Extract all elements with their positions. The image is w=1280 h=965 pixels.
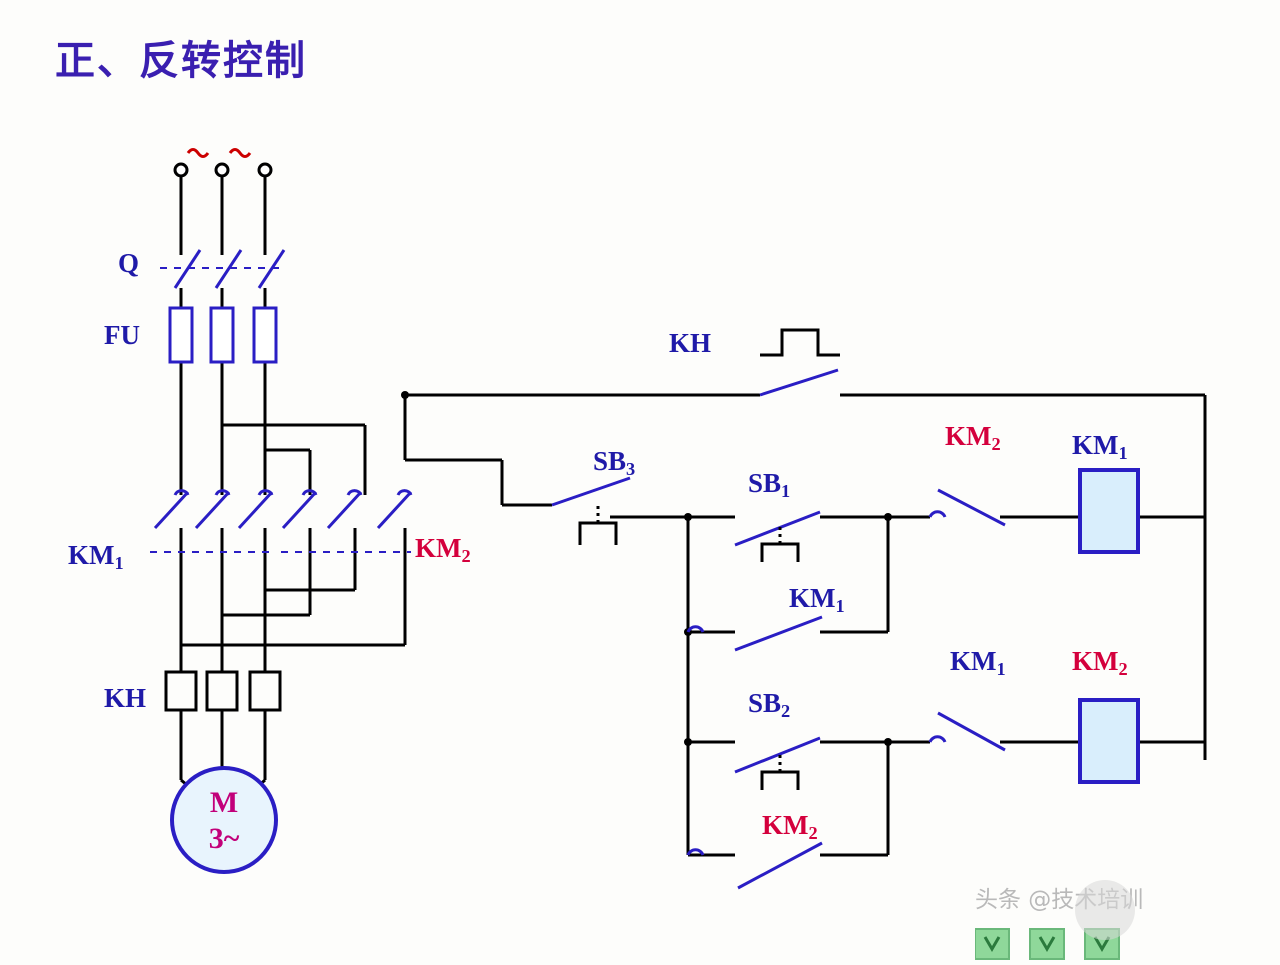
motor-label-line1: M xyxy=(210,786,238,819)
contacts-KM2-main xyxy=(281,489,413,553)
contact-KM1-interlock-NC xyxy=(928,711,1006,752)
label-KM1-aux: KM1 xyxy=(789,583,845,617)
label-KM2-coil: KM2 xyxy=(1072,646,1128,680)
coil-KM1 xyxy=(1078,468,1140,554)
label-SB1: SB1 xyxy=(748,468,791,502)
watermark-badge xyxy=(975,928,1120,960)
contact-KH-control xyxy=(759,328,840,397)
contacts-KM1-main xyxy=(150,489,274,553)
phase-reversal-links xyxy=(181,423,407,647)
label-Q: Q xyxy=(118,248,140,278)
pushbutton-SB2 xyxy=(734,736,821,790)
label-SB2: SB2 xyxy=(748,688,791,722)
fuses-FU xyxy=(168,306,278,364)
control-circuit-wires xyxy=(403,393,1207,857)
label-SB3: SB3 xyxy=(593,446,636,480)
pushbutton-SB1 xyxy=(734,510,821,562)
label-KM2-interlock: KM2 xyxy=(945,421,1001,455)
contact-KM1-aux-NO xyxy=(686,615,823,652)
pushbutton-SB3 xyxy=(551,476,631,545)
label-KM2-aux: KM2 xyxy=(762,810,818,844)
label-KM2-main: KM2 xyxy=(415,533,471,567)
label-KM1-interlock: KM1 xyxy=(950,646,1006,680)
contact-KM2-interlock-NC xyxy=(928,488,1006,527)
label-KM1-main: KM1 xyxy=(68,540,124,574)
motor-label-line2: 3~ xyxy=(209,822,240,855)
contact-KM2-aux-NO xyxy=(686,841,823,890)
motor-M3 xyxy=(170,766,278,874)
label-KM1-coil: KM1 xyxy=(1072,430,1128,464)
switch-Q xyxy=(160,249,286,289)
label-KH-main: KH xyxy=(104,683,147,713)
supply-terminals xyxy=(173,162,273,232)
label-KH-control: KH xyxy=(669,328,712,358)
junction-dots xyxy=(401,391,892,746)
thermal-relay-KH-main xyxy=(164,670,282,712)
avatar xyxy=(1075,880,1135,940)
ac-supply-symbol xyxy=(186,148,252,158)
main-power-lines xyxy=(179,232,267,780)
label-FU: FU xyxy=(104,320,140,350)
page-title: 正、反转控制 xyxy=(55,37,307,84)
coil-KM2 xyxy=(1078,698,1140,784)
